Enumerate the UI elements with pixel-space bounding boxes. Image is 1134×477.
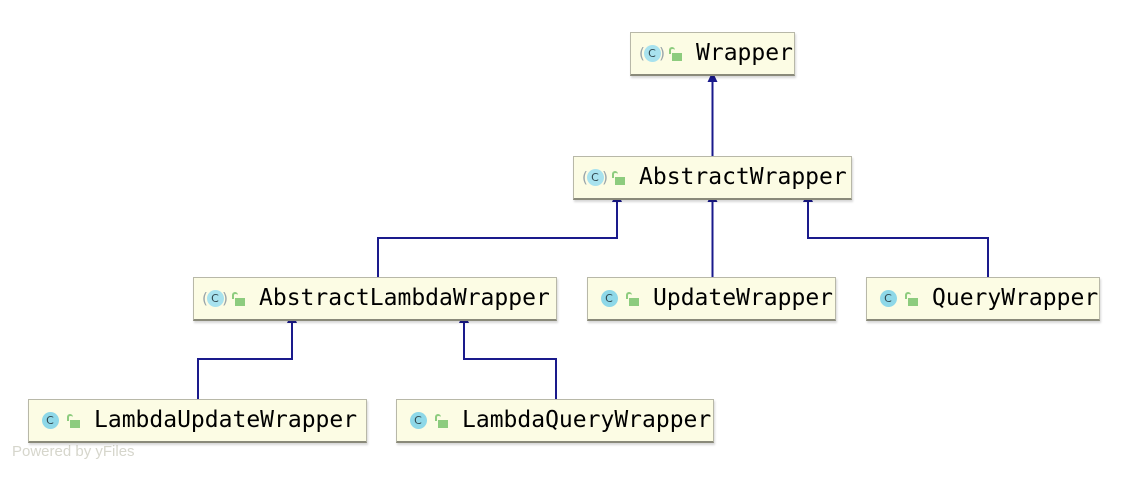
node-icon-group: ( C ) — [582, 167, 626, 189]
open-padlock-icon — [905, 291, 919, 307]
class-letter: C — [206, 290, 224, 307]
abstract-paren-right-icon: ) — [222, 289, 228, 307]
edge-lambdaquerywrapper-to-abstractlambdawrapper — [459, 312, 557, 399]
uml-node-label: UpdateWrapper — [653, 285, 834, 311]
uml-node-lambda-query-wrapper[interactable]: C LambdaQueryWrapper — [396, 399, 714, 443]
class-letter: C — [643, 45, 661, 62]
node-icon-group: C — [38, 410, 81, 432]
uml-node-label: QueryWrapper — [932, 285, 1099, 311]
padlock-shackle — [612, 170, 618, 178]
open-padlock-icon — [232, 291, 246, 307]
open-padlock-icon — [67, 413, 81, 429]
uml-node-label: Wrapper — [696, 40, 793, 66]
uml-node-label: AbstractWrapper — [639, 164, 847, 190]
class-letter: C — [586, 169, 604, 186]
padlock-shackle — [67, 413, 73, 421]
abstract-class-c-icon: ( C ) — [639, 43, 665, 65]
yfiles-watermark: Powered by yFiles — [12, 443, 135, 460]
padlock-shackle — [435, 413, 441, 421]
abstract-paren-left-icon: ( — [582, 168, 588, 186]
node-icon-group: ( C ) — [202, 288, 246, 310]
padlock-body — [908, 297, 918, 306]
open-padlock-icon — [669, 46, 683, 62]
class-letter: C — [600, 290, 618, 307]
uml-node-abstract-wrapper[interactable]: ( C ) AbstractWrapper — [573, 156, 852, 200]
class-c-icon: C — [597, 288, 621, 310]
abstract-paren-right-icon: ) — [602, 168, 608, 186]
padlock-shackle — [905, 291, 911, 299]
edge-abstractlambdawrapper-to-abstractwrapper — [377, 191, 622, 277]
node-icon-group: C — [597, 288, 640, 310]
padlock-body — [438, 419, 448, 428]
padlock-body — [235, 297, 245, 306]
edge-querywrapper-to-abstractwrapper — [803, 191, 989, 277]
uml-node-label: AbstractLambdaWrapper — [259, 285, 550, 311]
padlock-body — [629, 297, 639, 306]
class-letter: C — [879, 290, 897, 307]
padlock-shackle — [626, 291, 632, 299]
edge-lambdaupdatewrapper-to-abstractlambdawrapper — [197, 312, 297, 399]
open-padlock-icon — [612, 170, 626, 186]
padlock-body — [615, 176, 625, 185]
uml-node-wrapper[interactable]: ( C ) Wrapper — [630, 32, 795, 76]
node-icon-group: C — [406, 410, 449, 432]
abstract-paren-right-icon: ) — [659, 44, 665, 62]
uml-node-abstract-lambda-wrapper[interactable]: ( C ) AbstractLambdaWrapper — [193, 277, 557, 321]
padlock-body — [70, 419, 80, 428]
class-c-icon: C — [406, 410, 430, 432]
uml-node-label: LambdaUpdateWrapper — [94, 407, 358, 433]
abstract-class-c-icon: ( C ) — [202, 288, 228, 310]
padlock-body — [672, 52, 682, 61]
node-icon-group: ( C ) — [639, 43, 683, 65]
uml-node-query-wrapper[interactable]: C QueryWrapper — [866, 277, 1100, 321]
open-padlock-icon — [435, 413, 449, 429]
uml-node-lambda-update-wrapper[interactable]: C LambdaUpdateWrapper — [28, 399, 367, 443]
class-c-icon: C — [876, 288, 900, 310]
node-icon-group: C — [876, 288, 919, 310]
padlock-shackle — [232, 291, 238, 299]
class-c-icon: C — [38, 410, 62, 432]
class-letter: C — [409, 412, 427, 429]
uml-node-label: LambdaQueryWrapper — [462, 407, 712, 433]
open-padlock-icon — [626, 291, 640, 307]
abstract-paren-left-icon: ( — [639, 44, 645, 62]
uml-node-update-wrapper[interactable]: C UpdateWrapper — [587, 277, 836, 321]
abstract-class-c-icon: ( C ) — [582, 167, 608, 189]
class-letter: C — [41, 412, 59, 429]
abstract-paren-left-icon: ( — [202, 289, 208, 307]
padlock-shackle — [669, 46, 675, 54]
